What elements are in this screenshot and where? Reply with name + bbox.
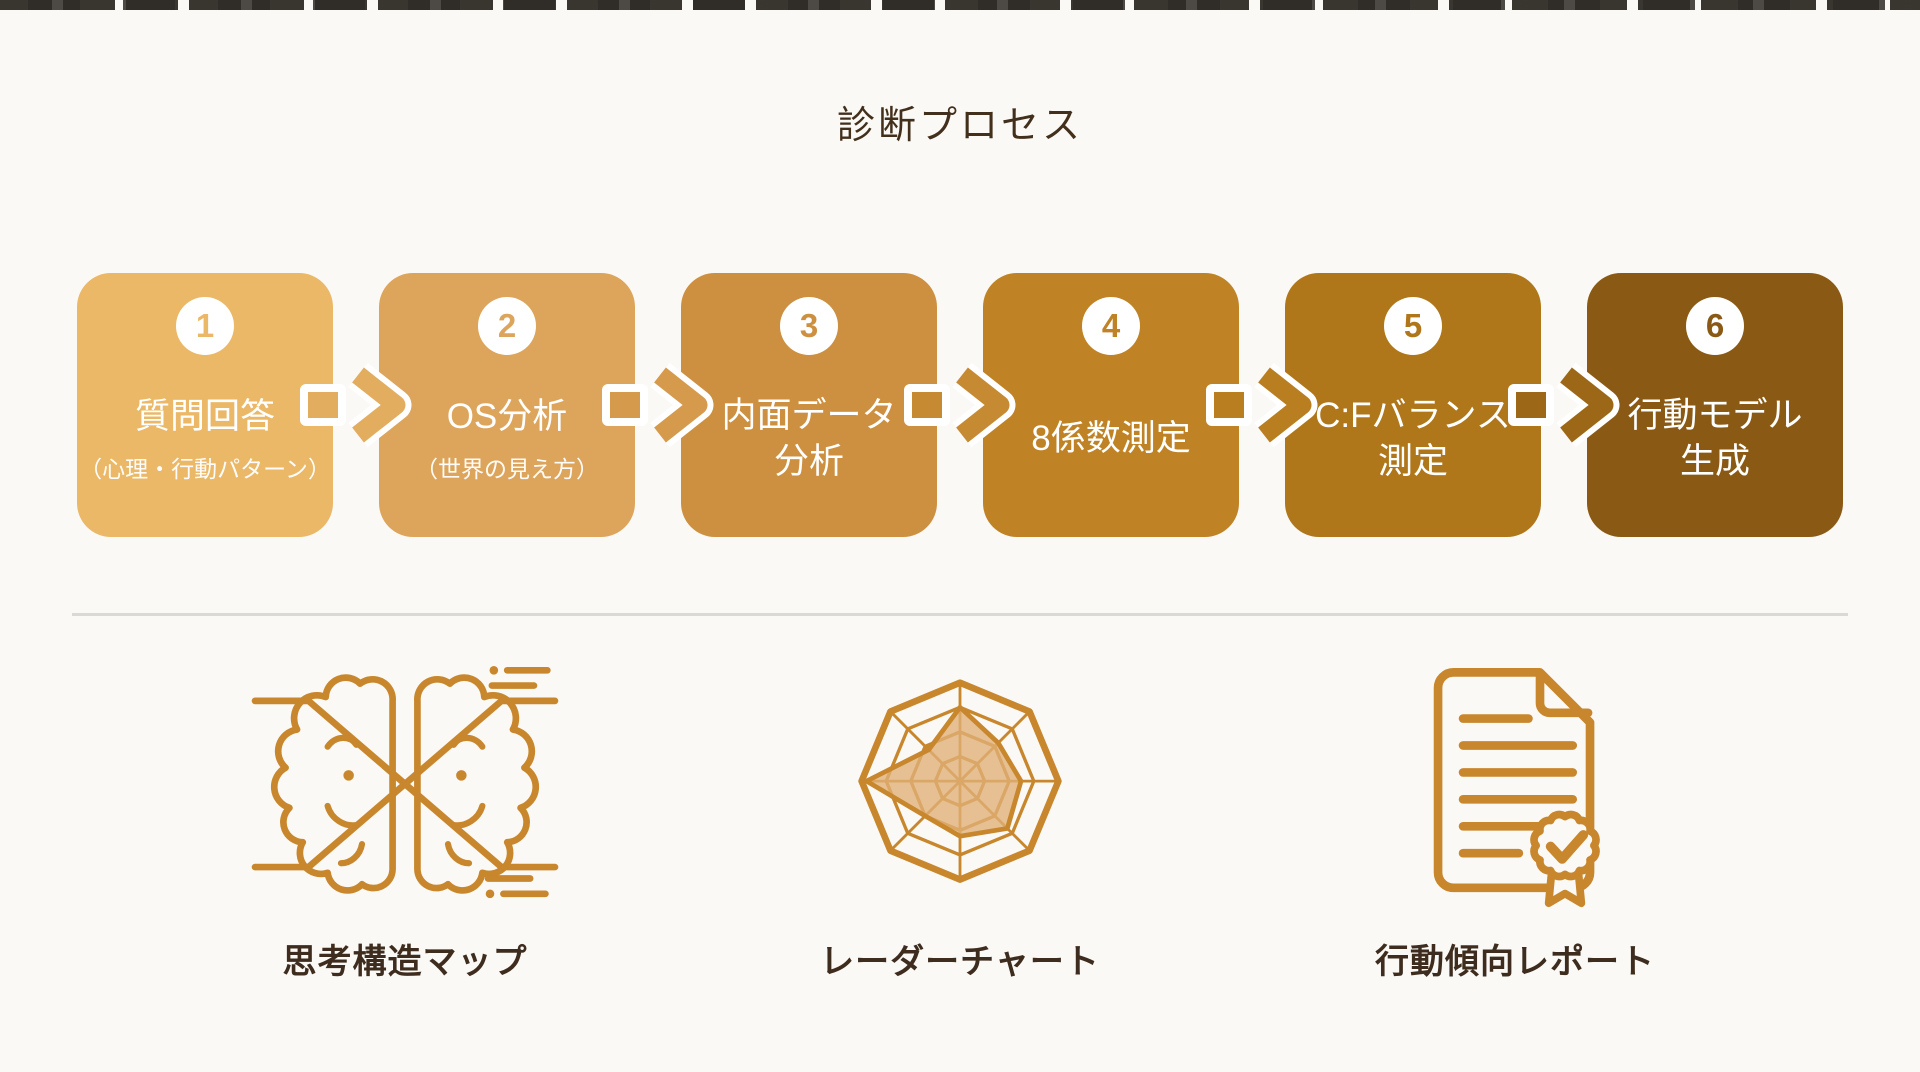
step-main-label: 内面データ分析 — [721, 395, 897, 481]
section-divider — [72, 613, 1848, 616]
step-number-badge: 3 — [780, 297, 838, 355]
flow-arrow-icon — [1508, 363, 1620, 447]
radar-chart-icon — [837, 656, 1083, 910]
outputs-section: 思考構造マップ レーダーチャート — [0, 656, 1920, 983]
step-number-badge: 5 — [1384, 297, 1442, 355]
top-edge-strip — [0, 0, 1920, 10]
flow-arrow — [904, 273, 1016, 537]
step-label: 質問回答 （心理・行動パターン） — [79, 355, 331, 537]
step-main-label: C:Fバランス測定 — [1315, 395, 1511, 481]
output-label-radar-chart: レーダーチャート — [820, 943, 1100, 981]
process-step-4: 4 8係数測定 — [983, 273, 1239, 537]
flow-arrow-icon — [1206, 363, 1318, 447]
output-behavior-report: 行動傾向レポート — [1280, 656, 1750, 983]
step-number-badge: 2 — [478, 297, 536, 355]
flow-arrow — [300, 273, 412, 537]
step-main-label: 質問回答 — [134, 396, 275, 436]
step-main-label: OS分析 — [446, 396, 568, 436]
flow-arrow — [1508, 273, 1620, 537]
step-label: OS分析 （世界の見え方） — [415, 355, 599, 537]
process-step-3: 3 内面データ分析 — [681, 273, 937, 537]
step-label: 行動モデル生成 — [1627, 355, 1802, 537]
flow-arrow-icon — [602, 363, 714, 447]
step-main-label: 行動モデル生成 — [1627, 395, 1803, 481]
certified-report-icon — [1399, 656, 1631, 910]
output-thinking-map: 思考構造マップ — [170, 656, 640, 983]
radar-data-polygon — [864, 704, 1024, 839]
process-step-1: 1 質問回答 （心理・行動パターン） — [77, 273, 333, 537]
output-label-thinking-map: 思考構造マップ — [282, 943, 528, 981]
output-label-behavior-report: 行動傾向レポート — [1375, 943, 1655, 981]
step-label: 8係数測定 — [1031, 355, 1190, 537]
flow-arrow — [602, 273, 714, 537]
step-number-badge: 6 — [1686, 297, 1744, 355]
step-label: C:Fバランス測定 — [1315, 355, 1511, 537]
step-sub-label: （世界の見え方） — [415, 456, 599, 483]
flow-arrow-icon — [300, 363, 412, 447]
step-number-badge: 4 — [1082, 297, 1140, 355]
flow-arrow — [1206, 273, 1318, 537]
step-main-label: 8係数測定 — [1031, 418, 1191, 458]
step-label: 内面データ分析 — [721, 355, 896, 537]
output-radar-chart: レーダーチャート — [725, 656, 1195, 983]
flow-arrow-icon — [904, 363, 1016, 447]
process-step-6: 6 行動モデル生成 — [1587, 273, 1843, 537]
page-title: 診断プロセス — [836, 105, 1083, 147]
step-sub-label: （心理・行動パターン） — [79, 456, 331, 483]
brain-circuit-icon — [247, 656, 563, 910]
step-number-badge: 1 — [176, 297, 234, 355]
